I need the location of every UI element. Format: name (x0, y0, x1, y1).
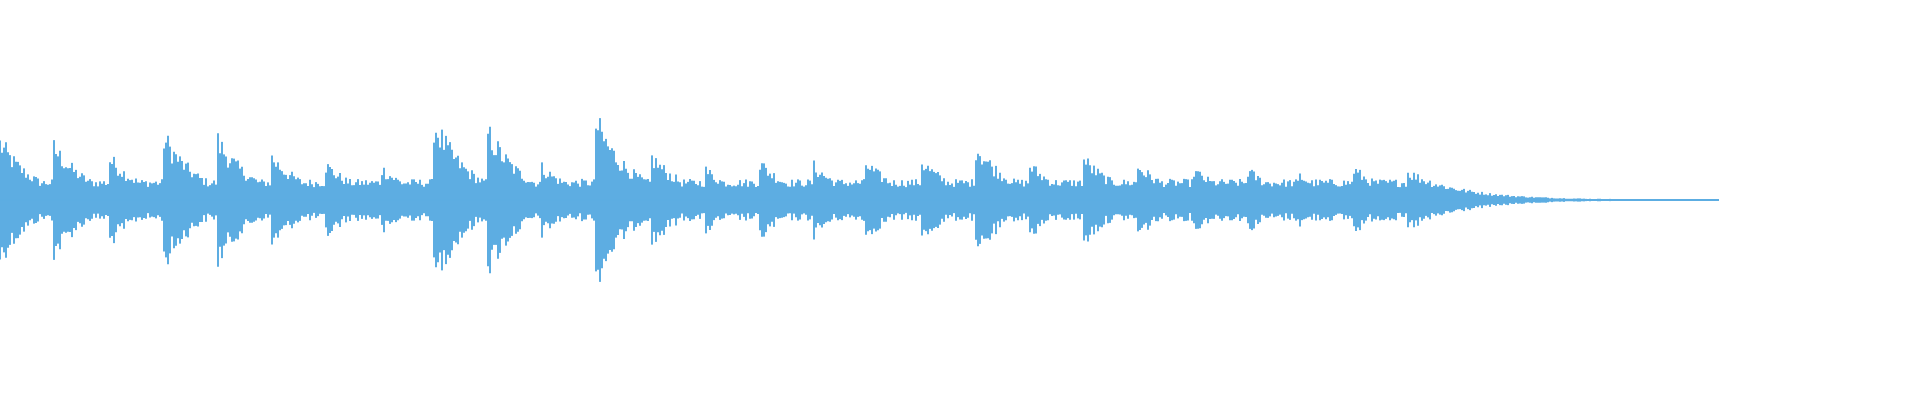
waveform-bars (0, 118, 1719, 282)
